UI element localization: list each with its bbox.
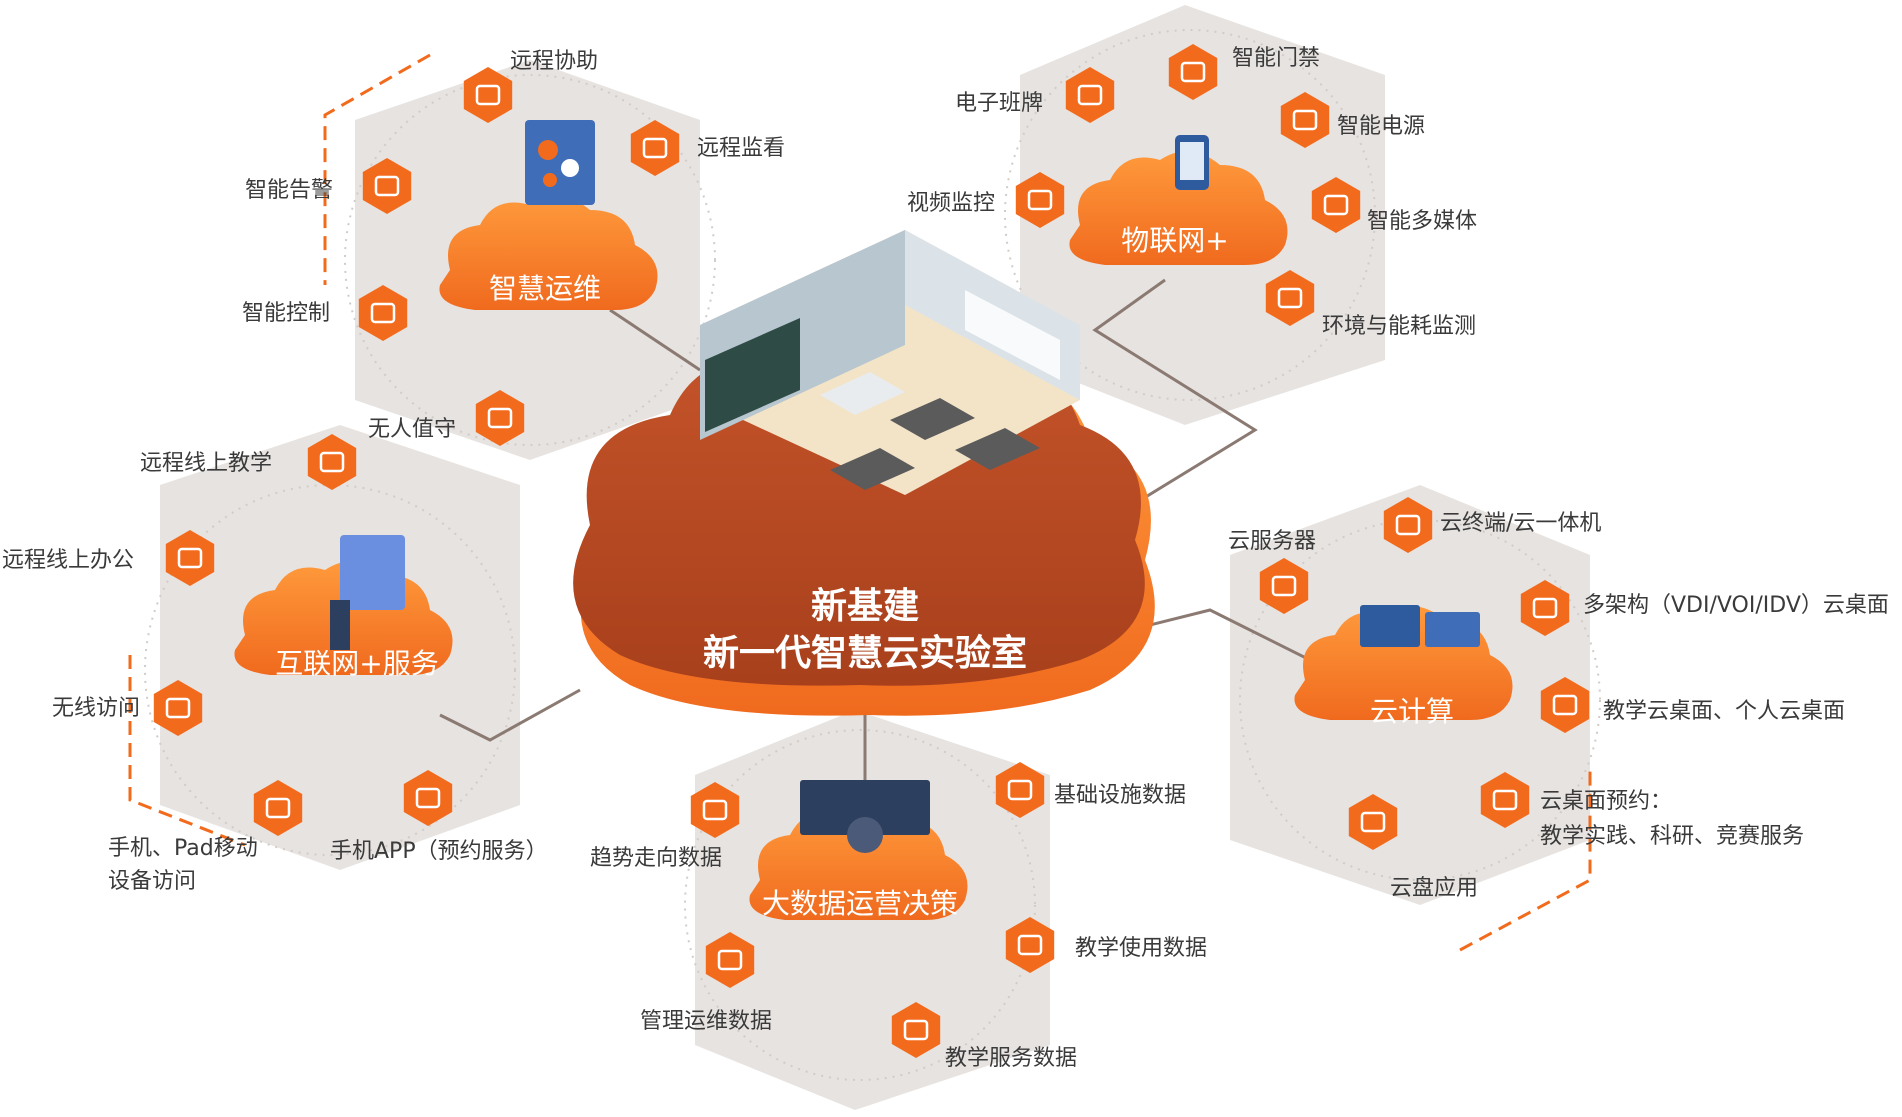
cloud-internet: [234, 535, 453, 675]
label-cloud-disk: 云盘应用: [1390, 876, 1478, 901]
cloud-title-iot: 物联网+: [1121, 224, 1228, 257]
label-mobile-access-2: 设备访问: [108, 869, 196, 894]
label-remote-assist: 远程协助: [510, 49, 598, 74]
wifi-icon: [153, 680, 203, 736]
label-mgmt-ops-data: 管理运维数据: [640, 1009, 772, 1034]
label-smart-multimedia: 智能多媒体: [1367, 209, 1477, 234]
label-mobile-app: 手机APP（预约服务）: [330, 839, 548, 864]
label-mobile-access-1: 手机、Pad移动: [108, 836, 258, 861]
label-smart-alarm: 智能告警: [245, 178, 333, 203]
label-e-classboard: 电子班牌: [955, 91, 1043, 116]
terminal-icon: [1383, 497, 1433, 553]
center-title-line2: 新一代智慧云实验室: [703, 633, 1027, 674]
label-teaching-service-data: 教学服务数据: [945, 1046, 1077, 1071]
alarm-icon: [362, 158, 412, 214]
label-teaching-desktop: 教学云桌面、个人云桌面: [1603, 699, 1845, 724]
label-teaching-usage-data: 教学使用数据: [1075, 936, 1207, 961]
booking-icon: [1480, 772, 1530, 828]
center-title-line1: 新基建: [811, 586, 919, 627]
unattended-icon: [475, 390, 525, 446]
control-icon: [358, 285, 408, 341]
energy-icon: [1265, 270, 1315, 326]
camera-icon: [1015, 172, 1065, 228]
label-multi-arch-desktop: 多架构（VDI/VOI/IDV）云桌面: [1583, 593, 1889, 618]
label-cloud-server: 云服务器: [1228, 529, 1316, 554]
label-wireless-access: 无线访问: [52, 696, 140, 721]
cloud-title-internet: 互联网+服务: [275, 647, 438, 680]
trend-data-icon: [690, 782, 740, 838]
label-trend-data: 趋势走向数据: [590, 846, 722, 871]
badges: [153, 44, 1590, 1058]
label-unattended: 无人值守: [368, 417, 456, 442]
classboard-icon: [1065, 67, 1115, 123]
mgmt-data-icon: [705, 932, 755, 988]
label-video-surveillance: 视频监控: [907, 191, 995, 216]
app-icon: [403, 770, 453, 826]
access-icon: [1168, 44, 1218, 100]
cloud-title-ops: 智慧运维: [489, 272, 601, 305]
label-remote-monitor: 远程监看: [697, 136, 785, 161]
cloud-title-cloud: 云计算: [1370, 695, 1454, 728]
cloud-iot: [1069, 135, 1288, 265]
desktop-icon: [1540, 677, 1590, 733]
server-icon: [1259, 558, 1309, 614]
label-cloud-terminal: 云终端/云一体机: [1440, 511, 1601, 536]
usage-data-icon: [1005, 917, 1055, 973]
cloud-title-bigdata: 大数据运营决策: [762, 887, 958, 920]
label-smart-access: 智能门禁: [1232, 46, 1320, 71]
label-desktop-booking-2: 教学实践、科研、竞赛服务: [1540, 824, 1804, 849]
multi-arch-icon: [1520, 580, 1570, 636]
cloud-ops: [439, 120, 658, 310]
disk-icon: [1348, 794, 1398, 850]
label-env-energy: 环境与能耗监测: [1322, 314, 1476, 339]
multimedia-icon: [1311, 177, 1361, 233]
remote-monitor-icon: [630, 120, 680, 176]
connectors: [439, 278, 1341, 780]
label-infra-data: 基础设施数据: [1054, 783, 1186, 808]
cloud-cloudcomputing: [1294, 605, 1513, 720]
label-smart-control: 智能控制: [242, 301, 330, 326]
service-data-icon: [891, 1002, 941, 1058]
label-remote-teaching: 远程线上教学: [140, 451, 272, 476]
dashed-decorations: [128, 53, 1592, 952]
label-desktop-booking-1: 云桌面预约：: [1540, 789, 1672, 814]
cloud-bigdata: [749, 780, 968, 920]
teaching-icon: [307, 434, 357, 490]
label-smart-power: 智能电源: [1337, 114, 1425, 139]
devices-icon: [253, 780, 303, 836]
label-remote-office: 远程线上办公: [2, 548, 134, 573]
power-icon: [1280, 92, 1330, 148]
infra-data-icon: [995, 762, 1045, 818]
classroom-illustration: [700, 230, 1080, 495]
office-icon: [165, 530, 215, 586]
remote-assist-icon: [463, 67, 513, 123]
